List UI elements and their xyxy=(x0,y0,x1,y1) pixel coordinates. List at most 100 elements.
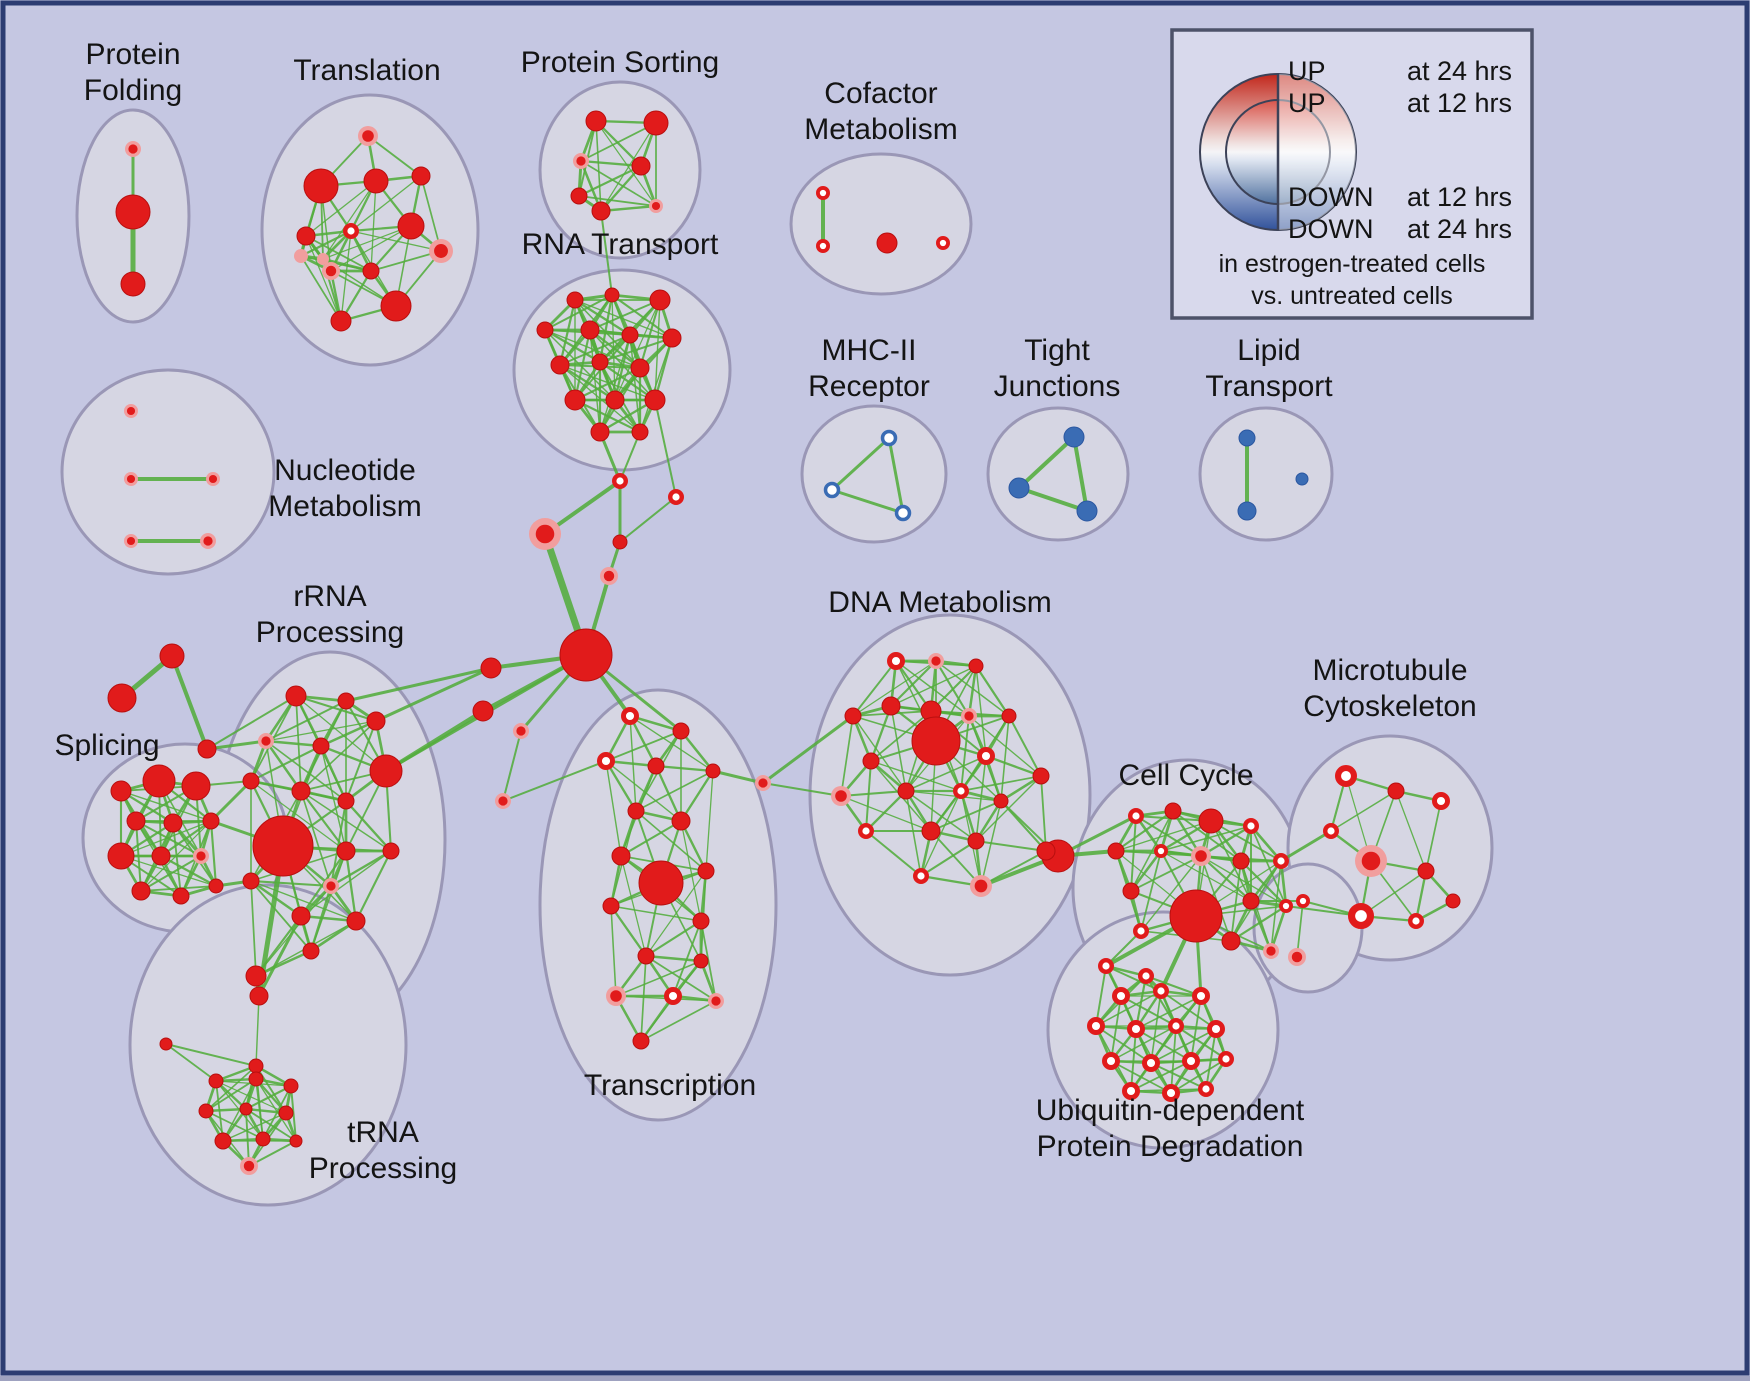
edge xyxy=(890,705,907,792)
edge xyxy=(1040,775,1047,852)
node-tj-1 xyxy=(1008,477,1030,499)
legend-time-1: at 12 hrs xyxy=(1407,88,1512,118)
edge xyxy=(300,255,342,322)
edge xyxy=(852,660,937,717)
edge xyxy=(1000,715,1010,802)
node-rt-12 xyxy=(644,389,666,411)
edge xyxy=(543,293,614,332)
edge xyxy=(919,839,978,878)
node-ub-9 xyxy=(1101,1051,1120,1070)
node-ub-4 xyxy=(1191,986,1210,1005)
edge xyxy=(615,960,702,997)
edge xyxy=(639,994,675,1043)
edge xyxy=(598,293,614,364)
node-cc-10 xyxy=(1169,889,1223,943)
edge xyxy=(887,436,905,515)
edge xyxy=(573,298,632,337)
node-tr-8 xyxy=(325,265,337,277)
node-rr-17 xyxy=(245,965,267,987)
node-hub-4 xyxy=(603,570,615,582)
edge xyxy=(300,720,377,792)
node-tr-11 xyxy=(380,290,412,322)
node-ts-16 xyxy=(711,996,721,1006)
cluster-ellipse-cm xyxy=(789,152,973,296)
edge xyxy=(159,819,213,858)
node-ts-12 xyxy=(637,947,655,965)
edge xyxy=(930,830,982,887)
edge xyxy=(170,654,209,751)
node-cm-1 xyxy=(815,239,830,254)
edge xyxy=(1135,815,1202,857)
edge xyxy=(905,790,1002,802)
edge xyxy=(644,919,703,958)
edge xyxy=(1130,855,1202,892)
edge xyxy=(1072,435,1089,513)
edge xyxy=(1425,800,1442,872)
edge xyxy=(619,431,641,482)
node-rt-0 xyxy=(566,291,584,309)
node-ps-2 xyxy=(576,156,586,166)
node-cc-0 xyxy=(1127,808,1144,825)
edge xyxy=(1229,904,1288,943)
legend-faded-half-icon xyxy=(1278,74,1356,230)
node-dm-10 xyxy=(976,746,995,765)
edge xyxy=(140,855,202,892)
cluster-label-mc-line0: Microtubule xyxy=(1312,654,1467,687)
edge xyxy=(1249,899,1273,953)
edge xyxy=(1150,1028,1217,1064)
edge xyxy=(589,299,661,331)
edge xyxy=(579,159,643,168)
edge xyxy=(209,779,253,823)
edge xyxy=(249,879,333,888)
edge xyxy=(929,664,978,713)
edge xyxy=(1160,850,1252,902)
network-nodes xyxy=(107,110,1461,1175)
cluster-label-sp-line0: Splicing xyxy=(54,729,159,762)
node-rt-14 xyxy=(631,423,649,441)
edge xyxy=(305,180,377,237)
edge xyxy=(889,659,938,708)
edge xyxy=(330,800,347,887)
edge xyxy=(264,739,323,748)
edge xyxy=(619,819,683,858)
cluster-label-pf-line1: Folding xyxy=(84,74,182,107)
edge xyxy=(1140,850,1162,932)
edge xyxy=(974,664,1011,718)
node-tr-3 xyxy=(411,166,431,186)
cluster-label-mc-line1: Cytoskeleton xyxy=(1303,690,1476,723)
edge xyxy=(975,840,1047,852)
node-ts-15 xyxy=(663,986,682,1005)
edge xyxy=(250,780,347,852)
edge xyxy=(865,760,872,832)
node-dm-14 xyxy=(953,783,970,800)
node-rr-11 xyxy=(382,842,400,860)
edge xyxy=(639,337,673,433)
node-hub-7 xyxy=(472,700,494,722)
edge xyxy=(635,770,714,812)
edge xyxy=(558,298,577,367)
edge xyxy=(257,914,303,998)
edge xyxy=(1330,790,1397,832)
node-ps-3 xyxy=(631,156,651,176)
cluster-ellipse-mh xyxy=(800,404,948,544)
edge xyxy=(598,336,674,364)
cluster-label-tn-line1: Processing xyxy=(309,1152,457,1185)
node-dm-2 xyxy=(968,658,984,674)
edge xyxy=(1130,1028,1137,1092)
edge xyxy=(865,830,922,877)
node-rr-1 xyxy=(337,692,355,710)
node-tr-10 xyxy=(294,249,308,263)
edge xyxy=(679,729,715,773)
node-rt-6 xyxy=(662,328,682,348)
node-sx-0 xyxy=(1296,893,1311,908)
edge xyxy=(680,820,702,922)
edge xyxy=(1130,1060,1192,1092)
edge xyxy=(890,665,977,707)
node-pf-1 xyxy=(115,194,151,230)
edge xyxy=(295,695,387,772)
edge xyxy=(1200,855,1232,942)
edge xyxy=(206,695,297,750)
edge xyxy=(350,230,442,252)
edge xyxy=(654,764,715,773)
